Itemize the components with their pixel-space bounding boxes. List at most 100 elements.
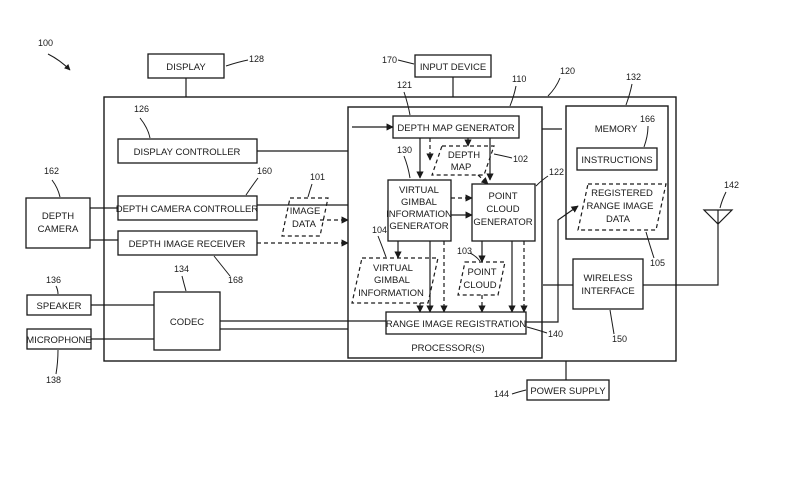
registered-data-shape: [577, 183, 667, 231]
vgi-line3: INFORMATION: [358, 288, 424, 299]
vgig-line3: INFORMATION: [386, 209, 452, 220]
ref-image-data-leader: [307, 183, 313, 198]
ref-input-device-leader: [397, 59, 415, 65]
ref-microphone-leader: [55, 349, 59, 375]
depth-map-to-pcg: [477, 174, 489, 185]
ref-vgi-leader: [377, 235, 387, 258]
vgig-line4: GENERATOR: [389, 221, 448, 232]
ref-memory-leader: [625, 83, 633, 106]
depth-map-generator-label: DEPTH MAP GENERATOR: [397, 123, 514, 134]
processor-label: PROCESSOR(S): [411, 343, 484, 354]
ref-display-leader: [225, 59, 249, 67]
ref-depth-map-leader: [493, 153, 513, 159]
memory-frame: [565, 105, 669, 240]
registered-data-line3: DATA: [606, 214, 631, 225]
vgig-box: [387, 179, 452, 242]
rir-to-registered: [526, 205, 579, 323]
ref-vgi: 104: [372, 225, 387, 235]
ref-system: 100: [38, 38, 53, 48]
depth-image-receiver-label: DEPTH IMAGE RECEIVER: [129, 239, 246, 250]
ref-depth-map-generator: 121: [397, 80, 412, 90]
vgig-line2: GIMBAL: [401, 197, 437, 208]
codec-box: [153, 291, 221, 351]
ref-depth-map: 102: [513, 154, 528, 164]
input-device-label: INPUT DEVICE: [420, 62, 486, 73]
depth-camera-controller-label: DEPTH CAMERA CONTROLLER: [116, 204, 259, 215]
depth-camera-box: [25, 197, 91, 249]
ref-memory: 132: [626, 72, 641, 82]
ref-rir-leader: [526, 326, 548, 334]
speaker-label: SPEAKER: [37, 301, 82, 312]
ref-vgig: 130: [397, 145, 412, 155]
ref-point-cloud: 103: [457, 246, 472, 256]
ref-antenna: 142: [724, 180, 739, 190]
ref-instructions: 166: [640, 114, 655, 124]
image-data-shape: [281, 197, 329, 237]
pcg-line2: CLOUD: [486, 204, 519, 215]
depth-camera-controller-box: [117, 195, 258, 221]
power-supply-box: [526, 379, 610, 401]
ref-processor-leader: [509, 85, 517, 107]
registered-data-line2: RANGE IMAGE: [586, 201, 653, 212]
display-label: DISPLAY: [166, 62, 206, 73]
vgig-line1: VIRTUAL: [399, 185, 439, 196]
ref-antenna-leader: [719, 191, 727, 209]
display-controller-label: DISPLAY CONTROLLER: [134, 147, 241, 158]
registered-data-line1: REGISTERED: [591, 188, 653, 199]
depth-camera-line1: DEPTH: [42, 211, 74, 222]
ref-codec: 134: [174, 264, 189, 274]
ref-power-supply: 144: [494, 389, 509, 399]
image-data-line2: DATA: [292, 219, 317, 230]
pcg-line1: POINT: [488, 191, 517, 202]
pcg-line3: GENERATOR: [473, 217, 532, 228]
ref-depth-camera-controller-leader: [245, 177, 259, 196]
microphone-label: MICROPHONE: [26, 335, 91, 346]
ref-system-arrow: [47, 53, 71, 71]
wireless-line2: INTERFACE: [581, 286, 634, 297]
antenna-feed: [643, 222, 719, 286]
point-cloud-shape: [457, 261, 506, 296]
instructions-box: [576, 147, 658, 171]
ref-depth-camera-leader: [51, 179, 61, 198]
depth-image-receiver-box: [117, 230, 258, 256]
ref-display-controller-leader: [139, 117, 151, 139]
vgi-line2: GIMBAL: [374, 275, 410, 286]
depth-map-line1: DEPTH: [448, 150, 480, 161]
wireless-line1: WIRELESS: [583, 273, 632, 284]
ref-instructions-leader: [643, 125, 649, 148]
ref-input-device: 170: [382, 55, 397, 65]
display-controller-box: [117, 138, 258, 164]
rir-box: [385, 311, 527, 335]
ref-registered-data: 105: [650, 258, 665, 268]
pcg-box: [471, 183, 536, 242]
ref-wireless-leader: [609, 309, 615, 335]
vgi-line1: VIRTUAL: [373, 263, 413, 274]
codec-label: CODEC: [170, 317, 204, 328]
instructions-label: INSTRUCTIONS: [581, 155, 652, 166]
ref-depth-camera-controller: 160: [257, 166, 272, 176]
depth-map-line2: MAP: [451, 162, 472, 173]
ref-pcg: 122: [549, 167, 564, 177]
power-supply-label: POWER SUPPLY: [530, 386, 606, 397]
ref-device-frame-leader: [547, 77, 561, 97]
ref-processor: 110: [512, 74, 526, 84]
ref-codec-leader: [181, 275, 187, 292]
ref-depth-camera: 162: [44, 166, 59, 176]
ref-microphone: 138: [46, 375, 61, 385]
processor-frame: [347, 106, 543, 359]
ref-vgig-leader: [403, 155, 411, 179]
point-cloud-line2: CLOUD: [463, 280, 496, 291]
vgi-shape: [351, 257, 439, 304]
ref-depth-image-receiver: 168: [228, 275, 243, 285]
ref-speaker: 136: [46, 275, 61, 285]
ref-depth-map-generator-leader: [403, 91, 411, 116]
ref-image-data: 101: [310, 172, 325, 182]
ref-device-frame: 120: [560, 66, 575, 76]
ref-display-controller: 126: [134, 104, 149, 114]
memory-label: MEMORY: [595, 124, 638, 135]
ref-display: 128: [249, 54, 264, 64]
depth-camera-line2: CAMERA: [38, 224, 79, 235]
wireless-interface-box: [572, 258, 644, 310]
ref-point-cloud-leader: [469, 252, 481, 262]
